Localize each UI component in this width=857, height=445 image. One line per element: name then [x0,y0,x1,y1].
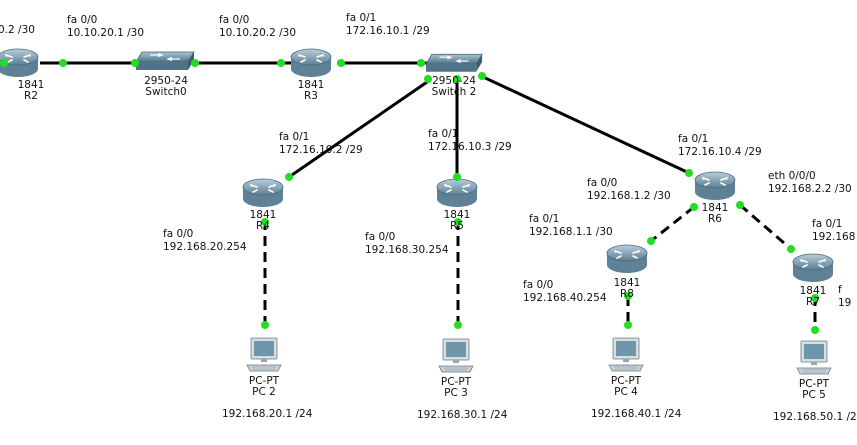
router-icon[interactable] [792,253,834,283]
interface-label-r8-fa01: fa 0/1 192.168.1.1 /30 [529,213,613,238]
link-switch2-r6 [480,74,690,175]
pc-icon[interactable] [438,338,474,373]
pc-icon[interactable] [246,337,282,372]
port-dot [131,59,139,67]
device-caption-pc3: PC-PT PC 3 [440,376,472,399]
port-dot [690,203,698,211]
interface-label-r2-left: 0.2 /30 [0,24,35,36]
port-dot [191,59,199,67]
device-caption-pc4: PC-PT PC 4 [610,375,642,398]
device-caption-pc5: PC-PT PC 5 [798,378,830,401]
port-dot [736,201,744,209]
device-caption-switch0: 2950-24 Switch0 [144,75,188,98]
interface-label-r6-fa00: fa 0/0 192.168.1.2 /30 [587,177,671,202]
port-dot [337,59,345,67]
port-dot [454,321,462,329]
port-dot [59,59,67,67]
device-caption-switch2: 2950-24 Switch 2 [431,75,477,98]
device-caption-r4: 1841 R4 [249,209,277,232]
device-caption-pc2: PC-PT PC 2 [248,375,280,398]
port-dot [685,169,693,177]
port-dot [811,326,819,334]
port-dot [417,59,425,67]
router-icon[interactable] [436,178,478,208]
interface-label-r7-fa01: fa 0/1 192.168 [812,218,856,243]
interface-label-r6-fa01: fa 0/1 172.16.10.4 /29 [678,133,762,158]
interface-label-r5-fa01: fa 0/1 172.16.10.3 /29 [428,128,512,153]
pc4-address: 192.168.40.1 /24 [591,408,682,420]
pc5-address: 192.168.50.1 /2 [773,411,857,423]
port-dot [787,245,795,253]
port-dot [453,173,461,181]
device-caption-r2: 1841 R2 [17,79,45,102]
device-caption-r8: 1841 R8 [613,277,641,300]
switch-icon[interactable] [136,51,195,71]
port-dot [261,321,269,329]
pc-icon[interactable] [796,340,832,375]
port-dot [285,173,293,181]
port-dot [454,218,462,226]
pc3-address: 192.168.30.1 /24 [417,409,508,421]
port-dot [424,75,432,83]
interface-label-r5-fa00: fa 0/0 192.168.30.254 [365,231,449,256]
port-dot [478,72,486,80]
router-icon[interactable] [290,48,332,78]
pc-icon[interactable] [608,337,644,372]
interface-label-r3-fa01: fa 0/1 172.16.10.1 /29 [346,12,430,37]
link-r6-r7 [739,203,792,251]
port-dot [624,321,632,329]
interface-label-r2-fa00: fa 0/0 10.10.20.1 /30 [67,14,145,39]
device-caption-r7: 1841 R7 [799,285,827,308]
interface-label-r4-fa00: fa 0/0 192.168.20.254 [163,228,247,253]
router-icon[interactable] [606,244,648,274]
device-caption-r3: 1841 R3 [297,79,325,102]
interface-label-r7-right: f 19 [838,284,852,309]
interface-label-r6-eth000: eth 0/0/0 192.168.2.2 /30 [768,170,852,195]
port-dot [261,218,269,226]
port-dot [0,59,8,67]
interface-label-r8-fa00: fa 0/0 192.168.40.254 [523,279,607,304]
pc2-address: 192.168.20.1 /24 [222,408,313,420]
link-r6-r8 [650,205,695,243]
device-caption-r5: 1841 R5 [443,209,471,232]
interface-label-r4-fa01: fa 0/1 172.16.10.2 /29 [279,131,363,156]
interface-label-r3-fa00: fa 0/0 10.10.20.2 /30 [219,14,297,39]
link-switch2-r4 [288,78,431,179]
port-dot [647,237,655,245]
port-dot [277,59,285,67]
port-dot [453,75,461,83]
switch-icon[interactable] [426,53,483,73]
router-icon[interactable] [694,171,736,201]
router-icon[interactable] [242,178,284,208]
port-dot [811,294,819,302]
device-caption-r6: 1841 R6 [701,202,729,225]
port-dot [624,292,632,300]
